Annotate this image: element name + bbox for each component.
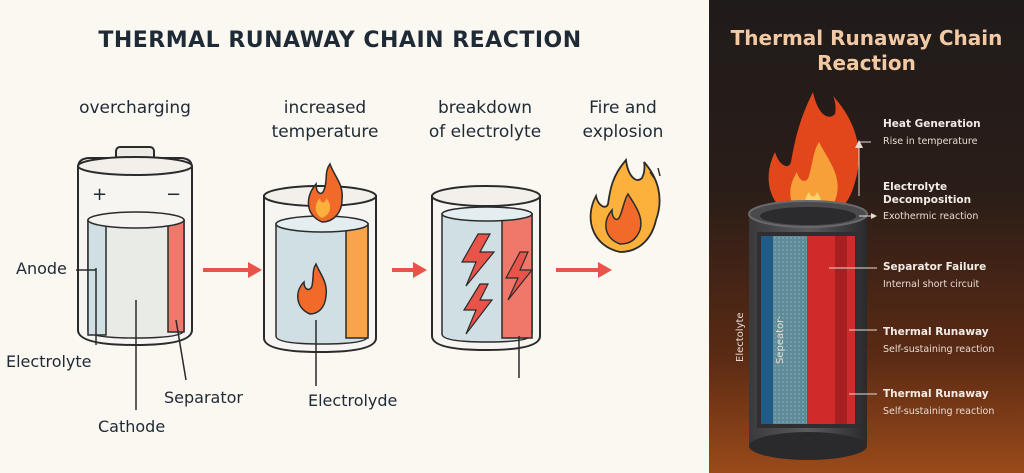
item-thermal-runaway-1-heading: Thermal Runaway [883,326,989,338]
item-electrolyte-decomposition-sub: Exothermic reaction [883,211,979,222]
battery-diagram [76,146,661,410]
left-panel: THERMAL RUNAWAY CHAIN REACTION overcharg… [6,28,664,436]
label-electrolyde: Electrolyde [308,391,398,410]
main-title: THERMAL RUNAWAY CHAIN REACTION [98,28,582,53]
vertical-label-separator: Sepeator· [775,315,786,364]
right-title: Thermal Runaway Chain Reaction [730,26,1003,75]
battery-breakdown [431,185,541,378]
item-electrolyte-decomposition-heading: Electrolyte Decomposition [883,181,972,206]
vertical-label-electrolyte: Electolyte [735,312,746,362]
item-separator-failure-heading: Separator Failure [883,261,987,273]
item-thermal-runaway-2-heading: Thermal Runaway [883,388,989,400]
arrow-2 [392,262,427,278]
label-anode: Anode [16,259,67,278]
cell-cross-section [748,92,877,460]
label-separator: Separator [164,388,243,407]
battery-increased-temperature [263,162,377,386]
fire-explosion-icon [589,157,661,253]
stage-fire-explosion: Fire and explosion [582,98,664,142]
item-heat-generation-heading: Heat Generation [883,118,981,130]
battery-overcharging [76,146,193,410]
arrow-1 [203,262,262,278]
item-thermal-runaway-1-sub: Self-sustaining reaction [883,344,995,355]
minus-sign: − [166,184,182,205]
label-electrolyte: Electrolyte [6,352,92,371]
item-heat-generation-sub: Rise in temperature [883,136,978,147]
stage-overcharging: overcharging [79,98,191,118]
item-separator-failure-sub: Internal short circuit [883,279,980,290]
arrow-3 [556,262,612,278]
plus-sign: + [92,184,108,205]
stage-increased-temperature: increased temperature [271,98,379,142]
label-cathode: Cathode [98,417,166,436]
stage-breakdown-electrolyte: breakdown of electrolyte [428,98,542,142]
item-thermal-runaway-2-sub: Self-sustaining reaction [883,406,995,417]
right-panel: Thermal Runaway Chain Reaction [709,0,1024,473]
